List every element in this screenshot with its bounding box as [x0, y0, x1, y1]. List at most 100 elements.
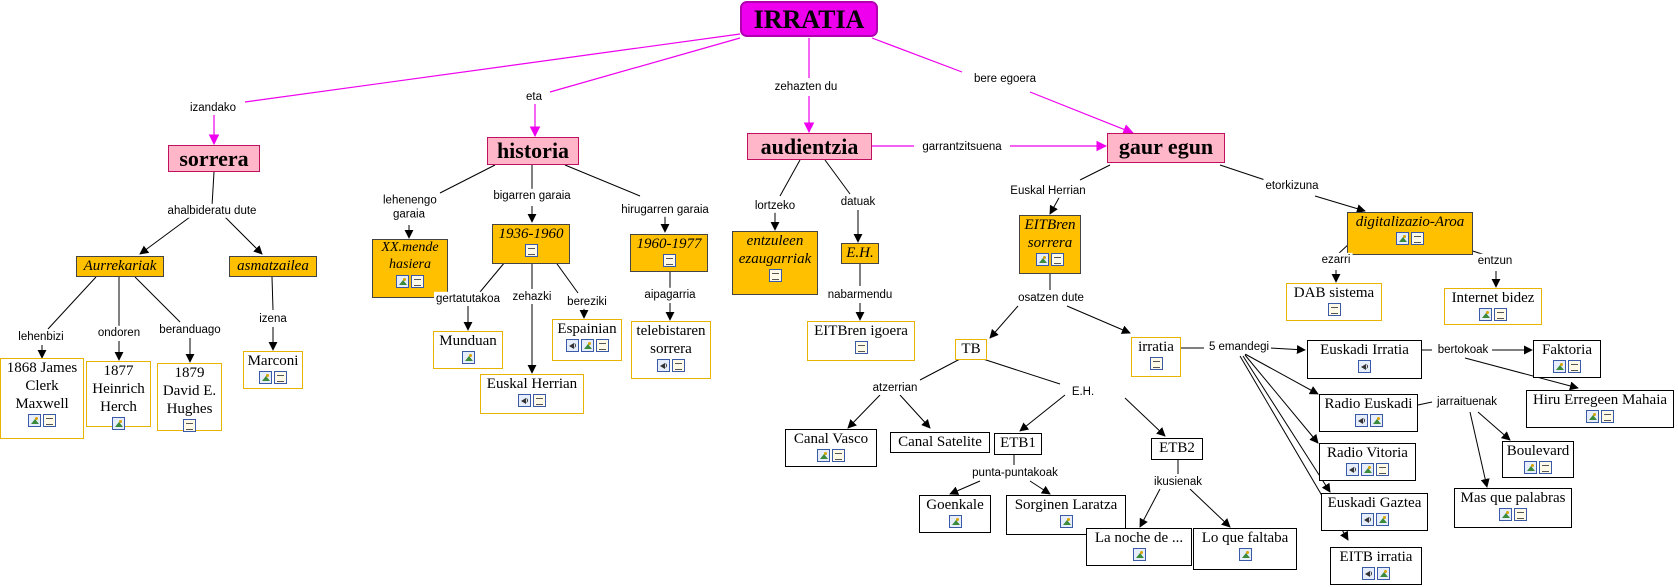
- image-icon[interactable]: [1238, 548, 1252, 561]
- concept-la-noche[interactable]: La noche de ...: [1086, 528, 1192, 566]
- concept-asmatzailea[interactable]: asmatzailea: [229, 256, 317, 277]
- audio-icon[interactable]: [1362, 567, 1375, 580]
- document-icon[interactable]: [1514, 508, 1527, 521]
- concept-faktoria[interactable]: Faktoria: [1533, 340, 1601, 378]
- image-icon[interactable]: [948, 515, 962, 528]
- document-icon[interactable]: [524, 244, 538, 257]
- document-icon[interactable]: [1601, 410, 1614, 423]
- concept-espainian[interactable]: Espainian: [552, 319, 622, 361]
- concept-label: Aurrekariak: [83, 258, 157, 274]
- concept-euskadi-irratia[interactable]: Euskadi Irratia: [1307, 340, 1422, 379]
- image-icon[interactable]: [580, 339, 594, 352]
- document-icon[interactable]: [1149, 357, 1163, 370]
- document-icon[interactable]: [832, 449, 845, 462]
- image-icon[interactable]: [1586, 410, 1599, 423]
- audio-icon[interactable]: [1358, 360, 1371, 373]
- image-icon[interactable]: [1375, 513, 1389, 526]
- concept-radio-vitoria[interactable]: Radio Vitoria: [1319, 443, 1416, 481]
- document-icon[interactable]: [274, 371, 287, 384]
- image-icon[interactable]: [1499, 508, 1512, 521]
- concept-tb[interactable]: TB: [955, 339, 987, 360]
- concept-historia[interactable]: historia: [487, 137, 579, 165]
- document-icon[interactable]: [1568, 360, 1581, 373]
- image-icon[interactable]: [28, 414, 41, 427]
- image-icon[interactable]: [112, 417, 125, 430]
- image-icon[interactable]: [1132, 548, 1146, 561]
- edge-jarraituenak-masque: [1469, 411, 1490, 488]
- document-icon[interactable]: [1376, 463, 1389, 476]
- concept-eitb-irratia[interactable]: EITB irratia: [1330, 547, 1422, 585]
- concept-eh[interactable]: E.H.: [841, 243, 879, 264]
- document-icon[interactable]: [662, 254, 676, 267]
- concept-dab-sistema[interactable]: DAB sistema: [1286, 283, 1382, 321]
- image-icon[interactable]: [396, 274, 409, 288]
- image-icon[interactable]: [259, 371, 272, 384]
- document-icon[interactable]: [595, 339, 609, 352]
- concept-1879[interactable]: 1879 David E. Hughes: [157, 363, 222, 432]
- document-icon[interactable]: [672, 359, 685, 372]
- concept-label: Canal Satelite: [898, 434, 982, 450]
- concept-irratia-root[interactable]: IRRATIA: [740, 1, 878, 37]
- image-icon[interactable]: [1377, 567, 1390, 580]
- concept-digitalizazio-aroa[interactable]: digitalizazio-Aroa: [1347, 212, 1473, 255]
- concept-hiru-erregeen-mahaia[interactable]: Hiru Erregeen Mahaia: [1526, 390, 1674, 428]
- document-icon[interactable]: [411, 274, 424, 288]
- audio-icon[interactable]: [518, 394, 531, 407]
- image-icon[interactable]: [1553, 360, 1566, 373]
- concept-radio-euskadi[interactable]: Radio Euskadi: [1319, 394, 1418, 432]
- document-icon[interactable]: [533, 394, 546, 407]
- concept-canal-vasco[interactable]: Canal Vasco: [785, 429, 877, 467]
- image-icon[interactable]: [1396, 232, 1409, 245]
- concept-boulevard[interactable]: Boulevard: [1502, 441, 1574, 478]
- document-icon[interactable]: [183, 419, 196, 432]
- concept-internet-bidez[interactable]: Internet bidez: [1444, 288, 1542, 325]
- image-icon[interactable]: [1479, 308, 1492, 321]
- concept-mas-que-palabras[interactable]: Mas que palabras: [1454, 488, 1572, 528]
- document-icon[interactable]: [43, 414, 56, 427]
- document-icon[interactable]: [1539, 461, 1552, 474]
- concept-eitbren-igoera[interactable]: EITBren igoera: [807, 321, 915, 361]
- document-icon[interactable]: [854, 341, 868, 354]
- concept-gaur-egun[interactable]: gaur egun: [1107, 133, 1225, 163]
- audio-icon[interactable]: [1360, 513, 1374, 526]
- audio-icon[interactable]: [565, 339, 579, 352]
- image-icon[interactable]: [1361, 463, 1374, 476]
- concept-1960-1977[interactable]: 1960-1977: [630, 234, 708, 272]
- image-icon[interactable]: [817, 449, 830, 462]
- document-icon[interactable]: [768, 269, 782, 282]
- document-icon[interactable]: [1327, 303, 1341, 316]
- concept-marconi[interactable]: Marconi: [243, 351, 303, 389]
- concept-aurrekariak[interactable]: Aurrekariak: [76, 256, 164, 277]
- concept-telebistaren-sorrera[interactable]: telebistaren sorrera: [631, 321, 711, 379]
- concept-goenkale[interactable]: Goenkale: [919, 495, 991, 533]
- document-icon[interactable]: [1051, 253, 1064, 266]
- concept-etb1[interactable]: ETB1: [994, 433, 1042, 455]
- concept-audientzia[interactable]: audientzia: [747, 133, 872, 160]
- concept-sorginen-laratza[interactable]: Sorginen Laratza: [1006, 495, 1126, 535]
- audio-icon[interactable]: [1354, 414, 1368, 427]
- concept-1868[interactable]: 1868 James Clerk Maxwell: [0, 358, 84, 439]
- audio-icon[interactable]: [657, 359, 670, 372]
- concept-munduan[interactable]: Munduan: [433, 331, 503, 369]
- concept-xx-mende[interactable]: XX.mende hasiera: [372, 239, 448, 298]
- concept-euskadi-gaztea[interactable]: Euskadi Gaztea: [1321, 493, 1428, 531]
- audio-icon[interactable]: [1346, 463, 1359, 476]
- image-icon[interactable]: [1524, 461, 1537, 474]
- image-icon[interactable]: [1036, 253, 1049, 266]
- concept-1877[interactable]: 1877 Heinrich Herch: [86, 361, 151, 430]
- concept-canal-satelite[interactable]: Canal Satelite: [890, 432, 990, 453]
- concept-euskal-herrian[interactable]: Euskal Herrian: [480, 374, 584, 414]
- image-icon[interactable]: [1059, 515, 1073, 528]
- concept-entzuleen-ezaugarriak[interactable]: entzuleen ezaugarriak: [732, 231, 818, 295]
- concept-irratia[interactable]: irratia: [1131, 337, 1181, 377]
- document-icon[interactable]: [1411, 232, 1424, 245]
- concept-label: entzuleen ezaugarriak: [738, 233, 812, 267]
- concept-1936-1960[interactable]: 1936-1960: [492, 224, 570, 264]
- image-icon[interactable]: [461, 351, 475, 364]
- image-icon[interactable]: [1369, 414, 1383, 427]
- document-icon[interactable]: [1494, 308, 1507, 321]
- concept-sorrera[interactable]: sorrera: [168, 145, 260, 172]
- concept-eitbren-sorrera[interactable]: EITBren sorrera: [1019, 215, 1081, 274]
- concept-etb2[interactable]: ETB2: [1151, 438, 1203, 460]
- concept-lo-que-faltaba[interactable]: Lo que faltaba: [1193, 528, 1297, 570]
